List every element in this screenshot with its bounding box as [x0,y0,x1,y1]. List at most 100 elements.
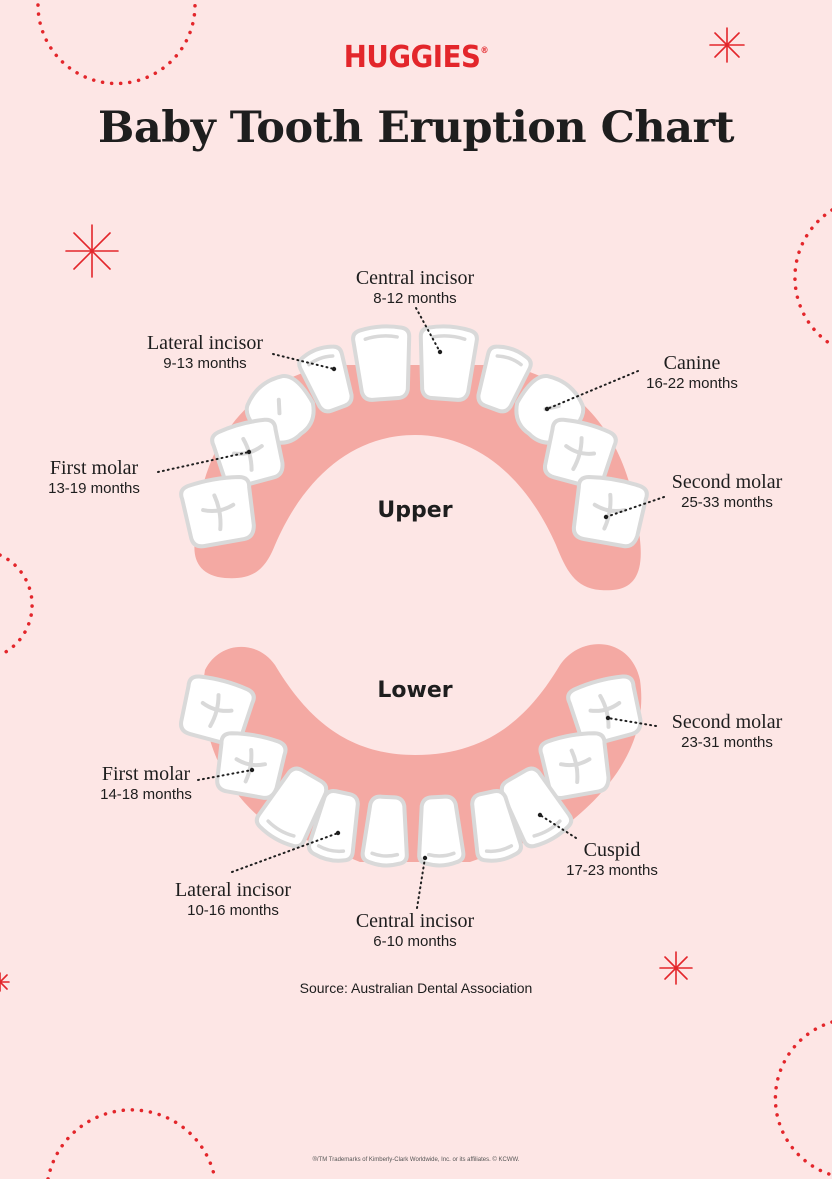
lower-canine-left [254,766,329,849]
upper-second-molar-label: Second molar 25-33 months [627,471,827,513]
incisor-ridge [431,334,467,341]
molar-groove [208,693,221,728]
molar-groove [569,748,580,784]
brand-name: HUGGIES [343,40,481,75]
sparkle-icon-bottom-right [659,951,693,985]
lower-second-molar-right [566,674,643,747]
tooth-name: Central incisor [355,267,475,289]
lower-lateral-incisor-right [470,788,523,863]
source-note: Source: Australian Dental Association [299,980,533,996]
leader-upper-lateral-incisor-dot [331,366,337,372]
leader-upper-central-incisor-dot [437,349,443,355]
tooth-name: Lateral incisor [174,879,292,901]
eruption-months: 13-19 months [48,480,140,497]
upper-second-molar-right [571,474,649,549]
upper-jaw-label: Upper [377,498,453,523]
upper-canine-label: Canine 16-22 months [592,352,792,394]
incisor-ridge [307,354,335,367]
leader-upper-canine [546,370,639,410]
molar-groove [602,492,613,531]
molar-groove [243,748,254,784]
brand-logo: HUGGIES® [33,40,798,75]
leader-upper-first-molar [157,451,250,473]
incisor-ridge [426,851,456,858]
upper-central-incisor-right [418,324,479,402]
leader-lower-lateral-incisor [231,832,339,873]
molar-groove [598,694,611,729]
dotted-arc-bottom-right [773,1020,832,1177]
leader-lower-central-incisor-dot [422,855,428,861]
page-title: Baby Tooth Eruption Chart [98,103,735,153]
leader-upper-lateral-incisor [272,353,335,370]
leader-lower-cuspid-dot [537,812,543,818]
tooth-name: Cuspid [583,839,641,861]
upper-second-molar-left [179,474,256,549]
canine-ridge [276,397,282,416]
leader-lower-second-molar [607,717,657,727]
incisor-ridge [370,851,400,858]
tooth-name: Second molar [671,471,783,493]
molar-groove [212,493,223,532]
lower-lateral-incisor-label: Lateral incisor 10-16 months [133,879,333,921]
tooth-shape [470,788,523,863]
leader-upper-central-incisor [415,307,441,353]
sparkle-icon-left [65,224,119,278]
eruption-months: 6-10 months [373,933,457,950]
lower-central-incisor-left [360,794,409,868]
lower-second-molar-label: Second molar 23-31 months [627,711,827,753]
dotted-arc-left-middle [0,553,34,657]
leader-lower-first-molar [197,769,253,781]
upper-lateral-incisor-label: Lateral incisor 9-13 months [105,332,305,374]
leader-lower-cuspid [539,814,577,839]
registered-mark: ® [480,46,489,56]
lower-canine-right [499,766,574,849]
incisor-ridge [266,819,296,838]
sparkle-icon-top-right [709,27,745,63]
incisor-ridge [495,354,523,367]
eruption-months: 9-13 months [163,355,247,372]
eruption-months: 16-22 months [646,375,738,392]
trademark-footnote: ®/TM Trademarks of Kimberly-Clark Worldw… [312,1157,520,1163]
leader-lower-second-molar-dot [605,715,611,721]
eruption-months: 23-31 months [681,734,773,751]
tooth-shape [307,788,360,863]
tooth-name: Canine [663,352,721,374]
leader-lower-central-incisor [416,857,426,909]
tooth-shape [360,794,409,868]
lower-jaw-label: Lower [377,678,453,703]
upper-first-molar-label: First molar 13-19 months [0,457,194,499]
lower-lateral-incisor-left [307,788,360,863]
lower-second-molar-left [179,674,256,747]
incisor-ridge [532,819,562,838]
eruption-months: 14-18 months [100,786,192,803]
upper-lateral-incisor-right [476,344,533,414]
lower-central-incisor-right [417,794,466,868]
eruption-months: 25-33 months [681,494,773,511]
leader-lower-lateral-incisor-dot [335,830,341,836]
tooth-name: First molar [49,457,139,479]
tooth-shape [351,324,412,402]
upper-first-molar-left [210,417,285,490]
leader-upper-second-molar [605,496,665,518]
incisor-ridge [484,844,514,854]
upper-central-incisor-label: Central incisor 8-12 months [315,267,515,309]
tooth-shape [418,324,479,402]
dotted-arc-bottom-left [46,1108,217,1179]
eruption-months: 10-16 months [187,902,279,919]
tooth-name: Second molar [671,711,783,733]
dotted-arc-top-left [36,3,197,86]
leader-upper-canine-dot [544,406,550,412]
tooth-name: Lateral incisor [146,332,264,354]
tooth-shape [417,794,466,868]
leader-upper-first-molar-dot [246,449,252,455]
lower-cuspid-label: Cuspid 17-23 months [512,839,712,881]
leader-lower-first-molar-dot [249,767,255,773]
tooth-name: Central incisor [355,910,475,932]
dotted-arc-right-upper [793,208,832,347]
sparkle-icon-edge-left [0,972,10,992]
eruption-months: 8-12 months [373,290,457,307]
lower-first-molar-label: First molar 14-18 months [46,763,246,805]
leader-upper-second-molar-dot [603,514,609,520]
